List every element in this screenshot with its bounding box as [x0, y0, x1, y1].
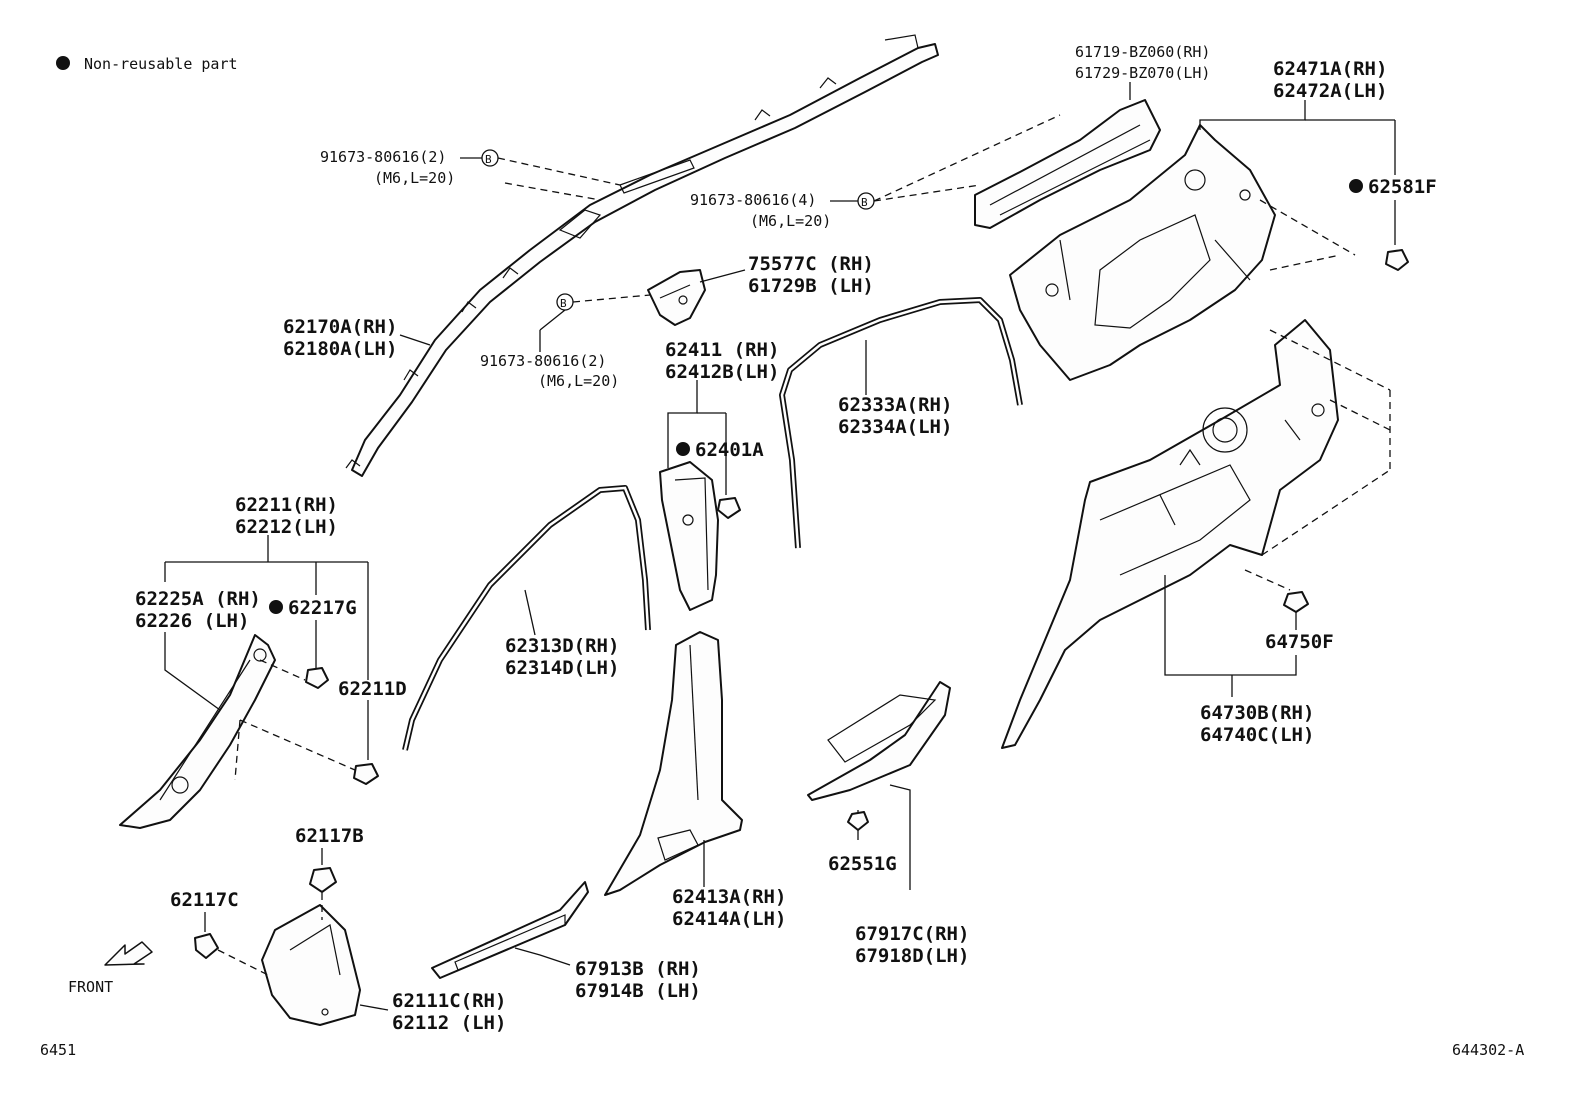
label-62217g: 62217G — [288, 597, 357, 619]
clip-62551g — [847, 811, 869, 831]
label-62117c: 62117C — [170, 889, 239, 911]
step-plate-67913b — [431, 881, 589, 979]
label-61729b: 61729B (LH) — [748, 275, 874, 297]
weatherstrip-62333a — [779, 297, 1023, 549]
label-62581f: 62581F — [1368, 176, 1437, 198]
label-62211: 62211(RH) — [235, 494, 338, 516]
bolt-c-label: 91673-80616(2) — [480, 352, 606, 370]
label-62314d: 62314D(LH) — [505, 657, 619, 679]
label-62111c: 62111C(RH) — [392, 990, 506, 1012]
ref-b-1: B — [485, 153, 492, 166]
clip-64750f — [1283, 591, 1309, 613]
legend-text: Non-reusable part — [84, 55, 238, 73]
label-62412b: 62412B(LH) — [665, 361, 779, 383]
front-label: FRONT — [68, 978, 113, 996]
bracket-75577c — [647, 269, 706, 326]
label-62211d: 62211D — [338, 678, 407, 700]
step-plate-67917c — [807, 681, 951, 801]
label-62551g: 62551G — [828, 853, 897, 875]
label-62471a: 62471A(RH) — [1273, 58, 1387, 80]
label-75577c: 75577C (RH) — [748, 253, 874, 275]
clip-62117b — [309, 867, 337, 893]
label-67913b: 67913B (RH) — [575, 958, 701, 980]
label-62334a: 62334A(LH) — [838, 416, 952, 438]
ref-b-2: B — [560, 297, 567, 310]
non-reusable-legend-icon — [56, 56, 70, 70]
non-reusable-icon-62581f — [1349, 179, 1363, 193]
label-62212: 62212(LH) — [235, 516, 338, 538]
label-67917c: 67917C(RH) — [855, 923, 969, 945]
label-64730b: 64730B(RH) — [1200, 702, 1314, 724]
bolt-b-spec: (M6,L=20) — [750, 212, 831, 230]
label-62180a: 62180A(LH) — [283, 338, 397, 360]
bolt-a-spec: (M6,L=20) — [374, 169, 455, 187]
center-pillar-lower — [604, 631, 743, 896]
label-67918d: 67918D(LH) — [855, 945, 969, 967]
label-62226: 62226 (LH) — [135, 610, 249, 632]
quarter-trim-upper — [1009, 124, 1276, 381]
label-62472a: 62472A(LH) — [1273, 80, 1387, 102]
clip-62401a — [717, 497, 741, 519]
center-pillar-upper — [659, 461, 719, 611]
label-62414a: 62414A(LH) — [672, 908, 786, 930]
non-reusable-icon-62217g — [269, 600, 283, 614]
label-61729: 61729-BZ070(LH) — [1075, 64, 1210, 82]
label-62170a: 62170A(RH) — [283, 316, 397, 338]
ref-b-3: B — [861, 196, 868, 209]
door-trim-62313d — [402, 485, 651, 751]
label-67914b: 67914B (LH) — [575, 980, 701, 1002]
label-62411: 62411 (RH) — [665, 339, 779, 361]
bolt-c-spec: (M6,L=20) — [538, 372, 619, 390]
label-61719: 61719-BZ060(RH) — [1075, 43, 1210, 61]
cowl-side-trim — [261, 904, 361, 1026]
label-62112: 62112 (LH) — [392, 1012, 506, 1034]
label-64740c: 64740C(LH) — [1200, 724, 1314, 746]
front-arrow-icon — [104, 941, 153, 966]
clip-62217g — [305, 667, 329, 689]
front-pillar-trim — [119, 634, 276, 829]
bolt-b-label: 91673-80616(4) — [690, 191, 816, 209]
clip-62211d — [353, 763, 379, 785]
footer-right-code: 644302-A — [1452, 1041, 1524, 1059]
footer-left-code: 6451 — [40, 1041, 76, 1059]
label-62117b: 62117B — [295, 825, 364, 847]
roof-rail-part — [345, 34, 939, 477]
non-reusable-icon-62401a — [676, 442, 690, 456]
label-62333a: 62333A(RH) — [838, 394, 952, 416]
quarter-trim-lower — [1001, 319, 1339, 749]
clip-62581f — [1385, 249, 1409, 271]
clip-62117c — [194, 933, 219, 959]
bolt-a-label: 91673-80616(2) — [320, 148, 446, 166]
label-62225a: 62225A (RH) — [135, 588, 261, 610]
label-62413a: 62413A(RH) — [672, 886, 786, 908]
label-64750f: 64750F — [1265, 631, 1334, 653]
bracket-61719 — [974, 99, 1161, 229]
label-62313d: 62313D(RH) — [505, 635, 619, 657]
label-62401a: 62401A — [695, 439, 764, 461]
